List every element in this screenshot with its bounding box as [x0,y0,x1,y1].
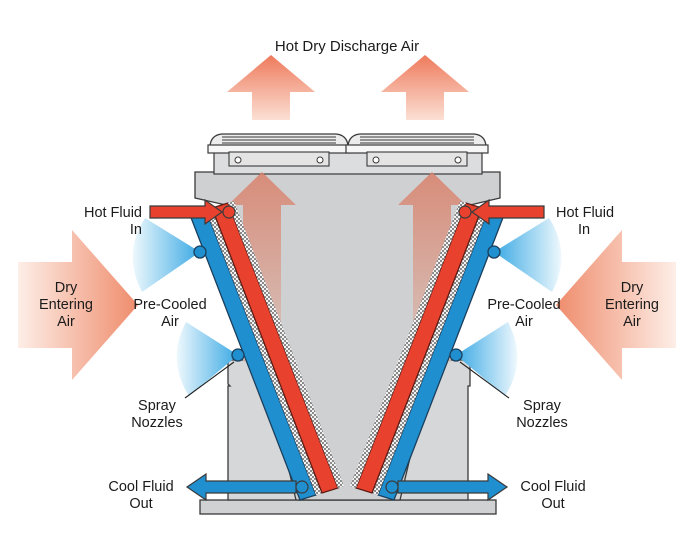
diagram-title: Hot Dry Discharge Air [274,38,420,55]
spray-nozzle-left-upper [193,245,207,259]
spray-cone-right-lower [456,322,518,396]
hot-fluid-in-arrow-right [458,198,545,226]
coil-right [350,201,505,501]
spray-nozzle-left-lower [231,348,245,362]
hot-fluid-in-arrow-left [149,198,236,226]
discharge-air-arrow-right [381,55,469,120]
spray-cone-right-upper [494,218,562,292]
fan-right [345,133,489,167]
nozzle-leader-left [184,361,235,399]
cool-fluid-out-arrow-left [185,472,309,502]
discharge-air-arrow-left [227,55,315,120]
spray-cone-left-upper [132,218,200,292]
base-plate [199,499,497,515]
spray-nozzle-right-upper [487,245,501,259]
coil-left [189,201,344,501]
fan-left [207,133,351,167]
spray-cone-left-lower [176,322,238,396]
entering-air-arrow-left [18,230,138,380]
nozzle-leader-right [459,361,510,399]
entering-air-arrow-right [556,230,676,380]
cool-fluid-out-arrow-right [385,472,509,502]
spray-nozzle-right-lower [449,348,463,362]
